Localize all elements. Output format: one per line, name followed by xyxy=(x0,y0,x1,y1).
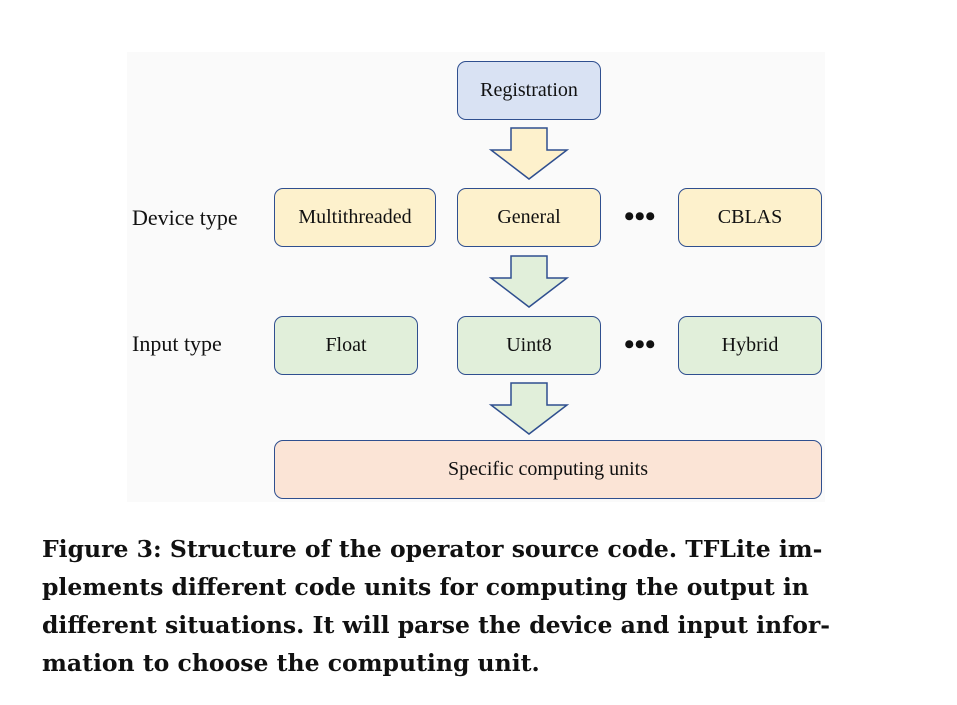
down-arrow-icon xyxy=(488,127,570,180)
specific-computing-units-box: Specific computing units xyxy=(274,440,822,499)
input-type-label: Input type xyxy=(132,331,222,356)
caption-line: mation to choose the computing unit. xyxy=(42,649,540,677)
device-ellipsis: ••• xyxy=(624,200,656,233)
float-box: Float xyxy=(274,316,418,375)
general-box: General xyxy=(457,188,601,247)
cblas-box: CBLAS xyxy=(678,188,822,247)
input-ellipsis: ••• xyxy=(624,328,656,361)
caption-line: different situations. It will parse the … xyxy=(42,611,831,639)
multithreaded-box: Multithreaded xyxy=(274,188,436,247)
down-arrow-icon xyxy=(488,255,570,308)
registration-box: Registration xyxy=(457,61,601,120)
diagram-canvas xyxy=(127,52,825,502)
device-type-label: Device type xyxy=(132,205,238,230)
figure-caption: Figure 3: Structure of the operator sour… xyxy=(42,530,922,682)
down-arrow-icon xyxy=(488,382,570,435)
hybrid-box: Hybrid xyxy=(678,316,822,375)
caption-line: Figure 3: Structure of the operator sour… xyxy=(42,535,823,563)
caption-line: plements different code units for comput… xyxy=(42,573,809,601)
uint8-box: Uint8 xyxy=(457,316,601,375)
